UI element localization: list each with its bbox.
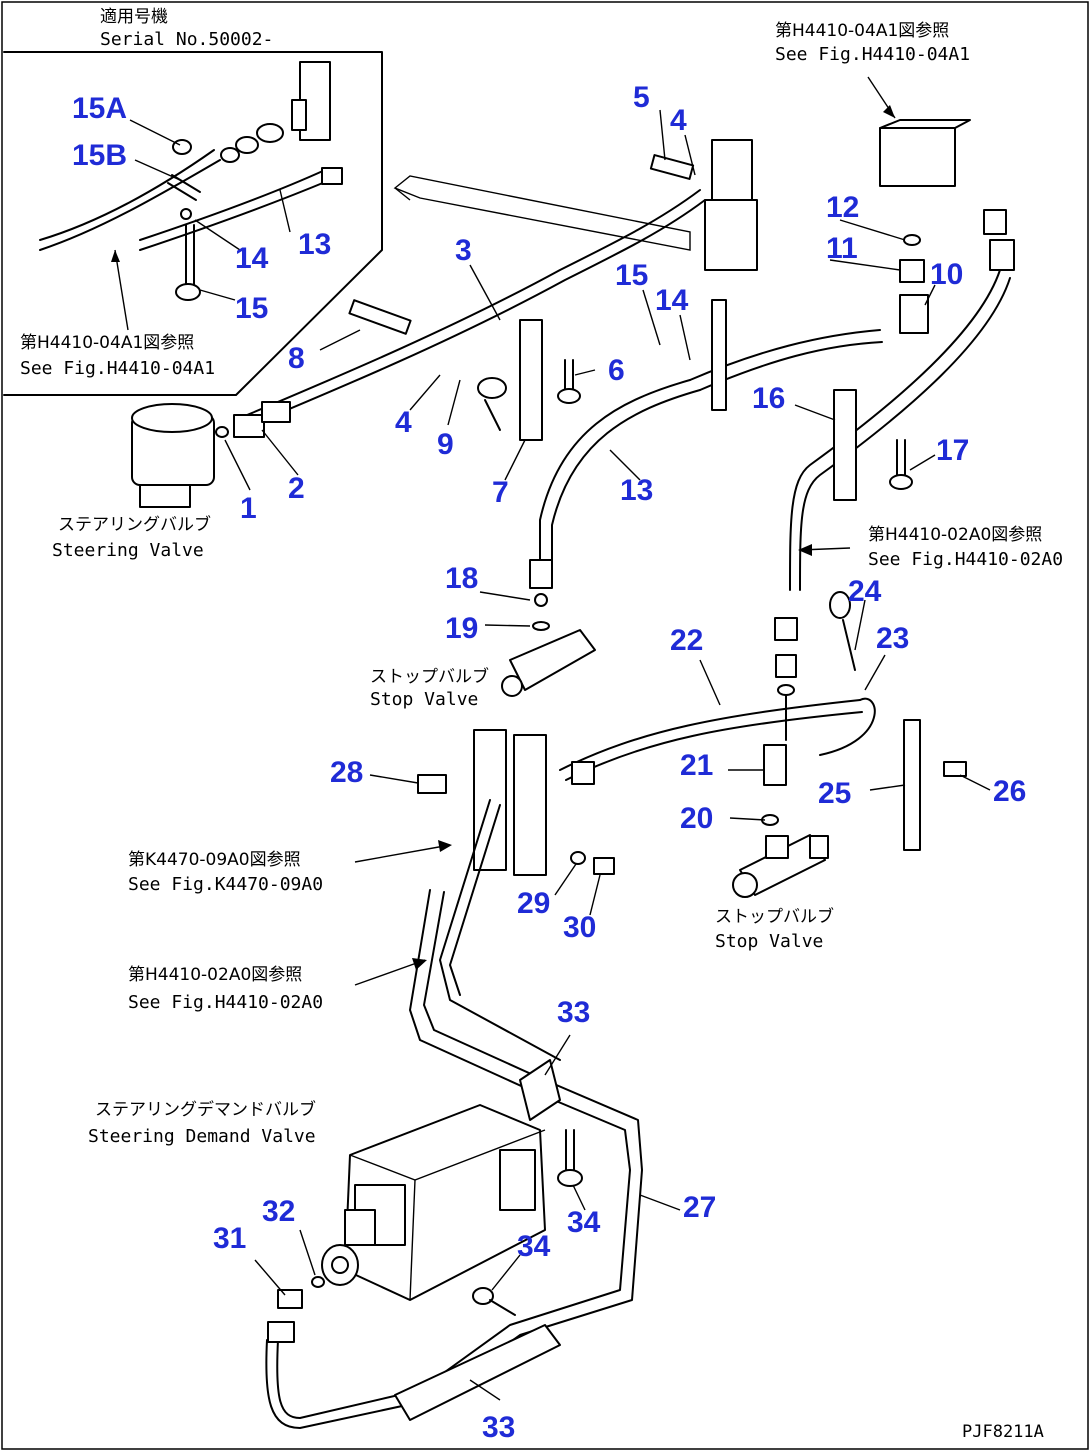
part-number-2: 2 [288,472,305,505]
steering-demand-valve [321,1104,546,1301]
inset-detail [39,61,343,331]
part-number-34-upper: 34 [567,1206,601,1239]
leader-ref-mid-left [354,844,451,863]
part-number-21: 21 [680,749,713,782]
leader-ref-lower-left [354,959,426,986]
part-number-24: 24 [848,575,882,608]
part-number-18: 18 [445,562,478,595]
part-leaders [129,109,991,1401]
demand-valve-label-en: Steering Demand Valve [88,1126,316,1147]
part-number-1: 1 [240,492,257,525]
part-number-8: 8 [288,342,305,375]
part-number-19: 19 [445,612,478,645]
part-number-27: 27 [683,1191,716,1224]
part-number-17: 17 [936,434,969,467]
upper-hose-assembly [239,119,1015,591]
stop-valve-1-label-en: Stop Valve [370,689,478,710]
steering-valve-label-jp: ステアリングバルブ [58,514,211,535]
ref-mid-right-jp: 第H4410-02A0図参照 [868,525,1042,545]
part-number-15-inset: 15 [235,292,268,325]
part-number-14: 14 [655,284,689,317]
part-number-11: 11 [826,232,858,265]
ref-mid-left-en: See Fig.K4470-09A0 [128,874,323,895]
part-number-29: 29 [517,887,550,920]
inset-title-jp: 適用号機 [100,7,168,27]
part-number-10: 10 [930,258,963,291]
stop-valve-2-label-en: Stop Valve [715,931,823,952]
ref-lower-left-jp: 第H4410-02A0図参照 [128,965,302,985]
part-number-14-inset: 14 [235,242,269,275]
demand-valve-label-jp: ステアリングデマンドバルブ [95,1099,316,1120]
inset-border [3,51,383,396]
part-number-34-lower: 34 [517,1230,551,1263]
figure-code: PJF8211A [962,1422,1044,1442]
part-number-13-inset: 13 [298,228,331,261]
ref-mid-left-jp: 第K4470-09A0図参照 [128,850,301,870]
inset-title-en: Serial No.50002- [100,29,273,50]
part-number-13: 13 [620,474,653,507]
ref-top-right-en: See Fig.H4410-04A1 [775,44,970,65]
part-number-23: 23 [876,622,909,655]
part-number-15A: 15A [72,92,127,125]
lower-hose-assembly [265,799,643,1429]
part-number-33-upper: 33 [557,996,590,1029]
part-number-15: 15 [615,259,648,292]
inset-ref-jp: 第H4410-04A1図参照 [20,333,194,353]
part-number-7: 7 [492,476,509,509]
steering-valve [131,401,291,508]
part-number-9: 9 [437,428,454,461]
part-number-6: 6 [608,354,625,387]
part-number-3: 3 [455,234,472,267]
stop-valve-2-label-jp: ストップバルブ [715,906,834,927]
ref-mid-right-en: See Fig.H4410-02A0 [868,549,1063,570]
part-number-4-left: 4 [395,406,412,439]
ref-top-right-jp: 第H4410-04A1図参照 [775,21,949,41]
ref-lower-left-en: See Fig.H4410-02A0 [128,992,323,1013]
inset-ref-en: See Fig.H4410-04A1 [20,358,215,379]
part-number-25: 25 [818,777,851,810]
part-number-30: 30 [563,911,596,944]
part-number-4-top: 4 [670,104,687,137]
part-number-15B: 15B [72,139,127,172]
part-number-16: 16 [752,382,785,415]
stop-valve-2 [732,834,829,898]
part-number-26: 26 [993,775,1026,808]
part-number-32: 32 [262,1195,295,1228]
part-number-33-lower: 33 [482,1411,515,1444]
part-number-22: 22 [670,624,703,657]
stop-valve-1 [501,559,596,697]
stop-valve-1-label-jp: ストップバルブ [370,666,489,687]
steering-valve-label-en: Steering Valve [52,540,204,561]
part-number-28: 28 [330,756,363,789]
part-number-31: 31 [213,1222,246,1255]
part-number-5: 5 [633,81,650,114]
part-number-12: 12 [826,191,859,224]
part-number-20: 20 [680,802,713,835]
